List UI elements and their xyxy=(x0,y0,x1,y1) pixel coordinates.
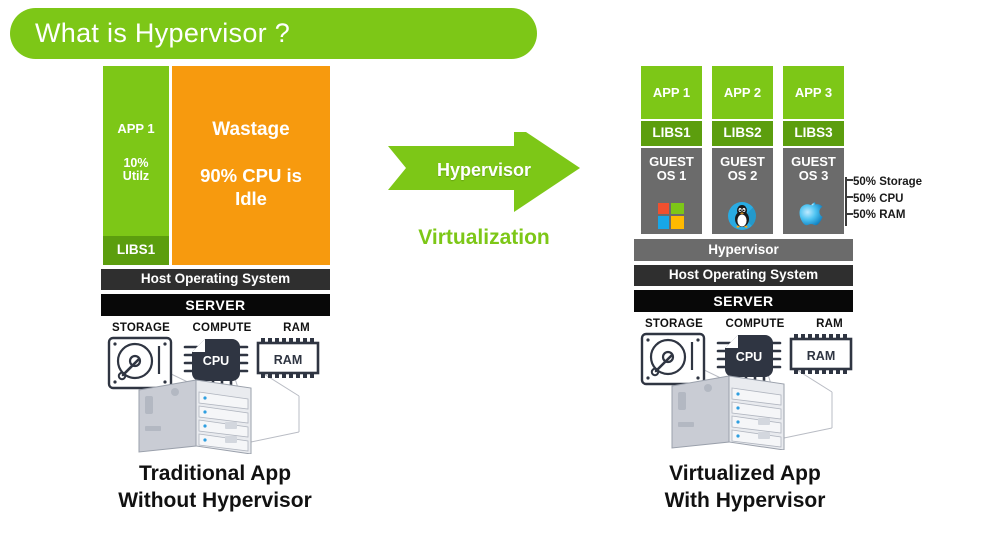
left-server-label: SERVER xyxy=(185,296,246,313)
left-label-storage: STORAGE xyxy=(111,322,171,334)
transformation-arrow xyxy=(388,124,580,228)
resource-allocation-list: 50% Storage 50% CPU 50% RAM xyxy=(853,174,922,224)
svg-text:CPU: CPU xyxy=(736,350,762,364)
cpu-chip-icon: CPU xyxy=(716,335,782,389)
vm3-app-box: APP 3 xyxy=(783,66,844,119)
right-caption-line2: With Hypervisor xyxy=(664,488,826,512)
windows-logo xyxy=(658,203,684,229)
right-hardware-labels: STORAGE COMPUTE RAM xyxy=(634,318,863,330)
left-host-os-label: Host Operating System xyxy=(140,271,291,287)
svg-text:RAM: RAM xyxy=(274,353,302,367)
right-caption-line1: Virtualized App xyxy=(669,462,821,485)
title-banner: What is Hypervisor ? xyxy=(10,8,537,59)
left-hardware-graphic: CPU RAM xyxy=(101,334,341,459)
apple-logo xyxy=(799,200,827,234)
left-server-bar: SERVER xyxy=(101,294,330,316)
page-title: What is Hypervisor ? xyxy=(35,18,291,48)
left-app1-box: APP 1 10% Utilz xyxy=(103,66,169,239)
wastage-line2: Idle xyxy=(235,188,267,210)
vm3-guest-line2: OS 3 xyxy=(798,167,829,183)
left-hardware-labels: STORAGE COMPUTE RAM xyxy=(101,322,330,334)
vm2-app-label: APP 2 xyxy=(723,84,762,100)
vm1-guest-line2: OS 1 xyxy=(656,167,687,183)
wastage-title: Wastage xyxy=(212,119,290,141)
right-hypervisor-bar: Hypervisor xyxy=(634,239,853,261)
hard-disk-icon xyxy=(640,332,706,386)
left-label-compute: COMPUTE xyxy=(192,322,252,334)
vm3-guest-line1: GUEST xyxy=(791,154,836,169)
right-label-storage: STORAGE xyxy=(644,318,704,330)
wastage-line1: 90% CPU is xyxy=(200,165,302,187)
ram-module-icon: RAM xyxy=(789,334,853,374)
left-caption-line1: Traditional App xyxy=(138,462,292,485)
vm1-libs-box: LIBS1 xyxy=(641,121,702,146)
left-app1-util-line1: 10% xyxy=(123,156,149,171)
resource-cpu: 50% CPU xyxy=(853,192,904,205)
arrow-label: Hypervisor xyxy=(436,160,532,180)
vm2-libs-box: LIBS2 xyxy=(712,121,773,146)
right-host-os-label: Host Operating System xyxy=(668,267,819,283)
vm2-guest-line1: GUEST xyxy=(720,154,765,169)
linux-tux-logo xyxy=(728,202,756,230)
virtualization-label: Virtualization xyxy=(418,226,550,249)
vm3-libs-label: LIBS3 xyxy=(794,125,833,141)
windows-logo-quadrant xyxy=(671,203,684,214)
hard-disk-icon xyxy=(107,336,173,390)
left-libs1-box: LIBS1 xyxy=(103,236,169,265)
vm1-libs-label: LIBS1 xyxy=(652,125,691,141)
right-caption: Virtualized App With Hypervisor xyxy=(605,461,885,515)
vm1-guest-line1: GUEST xyxy=(649,154,694,169)
bracket-tick xyxy=(847,179,853,181)
right-server-bar: SERVER xyxy=(634,290,853,312)
left-libs1-label: LIBS1 xyxy=(116,242,156,258)
bracket-tick xyxy=(847,196,853,198)
left-wastage-box: Wastage 90% CPU is Idle xyxy=(172,66,330,265)
right-server-label: SERVER xyxy=(713,292,774,309)
vm3-app-label: APP 3 xyxy=(794,84,833,100)
right-label-compute: COMPUTE xyxy=(725,318,785,330)
bracket-tick xyxy=(847,213,853,215)
vm1-app-box: APP 1 xyxy=(641,66,702,119)
vm2-libs-label: LIBS2 xyxy=(723,125,762,141)
windows-logo-quadrant xyxy=(658,216,669,229)
vm3-libs-box: LIBS3 xyxy=(783,121,844,146)
server-rack-icon xyxy=(671,375,785,451)
resource-bracket xyxy=(845,177,853,226)
right-label-ram: RAM xyxy=(816,318,843,330)
right-hardware-graphic: CPU RAM xyxy=(634,330,874,455)
resource-ram: 50% RAM xyxy=(853,209,906,221)
vm2-guest-line2: OS 2 xyxy=(727,167,758,183)
resource-storage: 50% Storage xyxy=(853,176,923,188)
right-hypervisor-label: Hypervisor xyxy=(708,241,779,257)
svg-text:CPU: CPU xyxy=(203,354,229,368)
left-label-ram: RAM xyxy=(283,322,310,334)
server-rack-icon xyxy=(138,379,252,455)
vm2-app-box: APP 2 xyxy=(712,66,773,119)
left-host-os-bar: Host Operating System xyxy=(101,269,330,290)
windows-logo-quadrant xyxy=(658,203,669,214)
right-host-os-bar: Host Operating System xyxy=(634,265,853,286)
vm1-app-label: APP 1 xyxy=(652,84,691,100)
left-app1-util-line2: Utilz xyxy=(122,169,150,184)
windows-logo-quadrant xyxy=(671,216,684,229)
ram-module-icon: RAM xyxy=(256,338,320,378)
left-caption-line2: Without Hypervisor xyxy=(118,488,312,512)
left-caption: Traditional App Without Hypervisor xyxy=(75,461,355,515)
left-app1-label: APP 1 xyxy=(117,120,155,136)
svg-text:RAM: RAM xyxy=(807,349,835,363)
